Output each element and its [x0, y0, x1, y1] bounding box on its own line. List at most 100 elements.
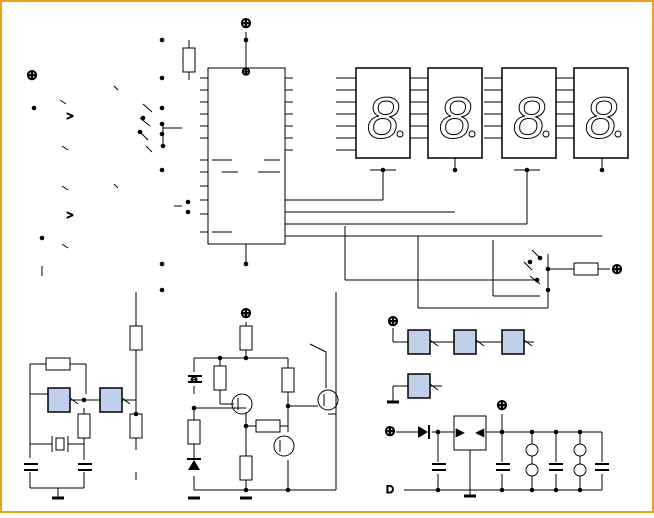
- resistor-r4: [77, 413, 91, 439]
- plus-supply-icon: ⊕: [496, 397, 508, 413]
- display-digit-4: 8: [585, 86, 617, 151]
- main-ic: [207, 67, 286, 245]
- arrow-icon: >: [66, 109, 73, 123]
- polarity-icon: ⊖: [190, 374, 198, 384]
- decimal-point-4: [614, 130, 622, 138]
- junction-dot: [599, 167, 605, 173]
- junction-dot: [159, 121, 165, 127]
- voltage-regulator: [453, 415, 487, 451]
- junction-dot: [537, 255, 543, 261]
- junction-dot: [435, 429, 441, 435]
- seven-segment-display-3: [501, 67, 557, 159]
- junction-dot: [185, 209, 191, 215]
- junction-dot: [160, 143, 166, 149]
- rectifier-diode: [418, 426, 428, 438]
- inverter-gate-4: [453, 329, 477, 355]
- resistor-r2: [129, 413, 143, 439]
- junction-dot: [39, 235, 45, 241]
- junction-dot: [285, 487, 291, 493]
- junction-dot: [499, 487, 505, 493]
- display-digit-2: 8: [439, 86, 471, 151]
- junction-dot: [527, 259, 533, 265]
- regulator-arrow-icon: ◀: [476, 428, 484, 439]
- junction-dot: [524, 167, 530, 173]
- junction-dot: [159, 131, 165, 137]
- seven-segment-display-4: [573, 67, 629, 159]
- junction-dot: [217, 355, 223, 361]
- glyph-layer: ⊕⊕⊕⊕⊕⊕⊕⊕D>>⊖▶◀: [26, 14, 624, 496]
- junction-dot: [534, 277, 540, 283]
- junction-dot: [553, 487, 559, 493]
- junction-dot: [577, 487, 583, 493]
- junction-dot: [499, 429, 505, 435]
- junction-dot: [545, 287, 551, 293]
- junction-dot: [81, 397, 87, 403]
- resistor-r10: [239, 455, 253, 481]
- switch-resistor: [573, 262, 599, 276]
- junction-dot: [243, 261, 249, 267]
- junction-dot: [553, 429, 559, 435]
- arrow-icon: >: [66, 208, 73, 222]
- seven-segment-display-2: [427, 67, 483, 159]
- inverter-gate-6: [407, 373, 431, 399]
- plus-supply-icon: ⊕: [387, 313, 399, 329]
- junction-dot: [243, 423, 249, 429]
- ground-input-icon: D: [386, 484, 394, 496]
- junction-dot: [529, 429, 535, 435]
- decimal-point-1: [396, 130, 404, 138]
- led-diode: [188, 460, 200, 470]
- plus-supply-icon: ⊕: [240, 305, 252, 321]
- junction-dot: [159, 167, 165, 173]
- junction-dot: [185, 199, 191, 205]
- resistor-r1: [129, 325, 143, 351]
- junction-dot: [31, 105, 37, 111]
- junction-dot: [159, 287, 165, 293]
- junction-dot: [159, 105, 165, 111]
- inverter-gate-3: [407, 329, 431, 355]
- mosfet-q3: [317, 389, 339, 411]
- resistor-r8: [187, 419, 201, 445]
- capacitors: [24, 375, 609, 471]
- junction-dot: [243, 37, 249, 43]
- display-digit-1: 8: [367, 86, 399, 151]
- junction-dot: [159, 75, 165, 81]
- fuse-1: [525, 443, 539, 457]
- seven-segment-display-1: [355, 67, 411, 159]
- transistor-q2: [273, 435, 295, 457]
- resistor-r5: [239, 325, 253, 351]
- resistor-r3: [45, 357, 71, 371]
- fuse-2: [525, 463, 539, 477]
- fuse-4: [573, 463, 587, 477]
- junction-dot: [452, 167, 458, 173]
- junction-dot: [159, 261, 165, 267]
- junction-dot: [159, 37, 165, 43]
- resistor-r6: [213, 365, 227, 391]
- junction-dot: [577, 429, 583, 435]
- regulator-arrow-icon: ▶: [456, 428, 464, 439]
- plus-supply-icon: ⊕: [611, 261, 623, 277]
- junction-dot: [140, 115, 146, 121]
- decimal-point-3: [542, 130, 550, 138]
- transistor-q1: [231, 393, 253, 415]
- junction-dot: [133, 411, 139, 417]
- display-digit-3: 8: [513, 86, 545, 151]
- junction-dot: [545, 266, 551, 272]
- plus-input-icon: ⊕: [384, 423, 396, 439]
- inverter-gate-1: [47, 387, 71, 413]
- junction-dot: [243, 487, 249, 493]
- junction-dot: [243, 355, 249, 361]
- crystal: [55, 437, 65, 451]
- gate-layer: [47, 329, 533, 413]
- fuse-3: [573, 443, 587, 457]
- inverter-gate-5: [501, 329, 525, 355]
- junction-dot: [191, 405, 197, 411]
- junction-dot: [137, 129, 143, 135]
- pullup-resistor: [182, 47, 196, 73]
- junction-dot: [285, 403, 291, 409]
- junction-dot: [435, 487, 441, 493]
- decimal-point-2: [468, 130, 476, 138]
